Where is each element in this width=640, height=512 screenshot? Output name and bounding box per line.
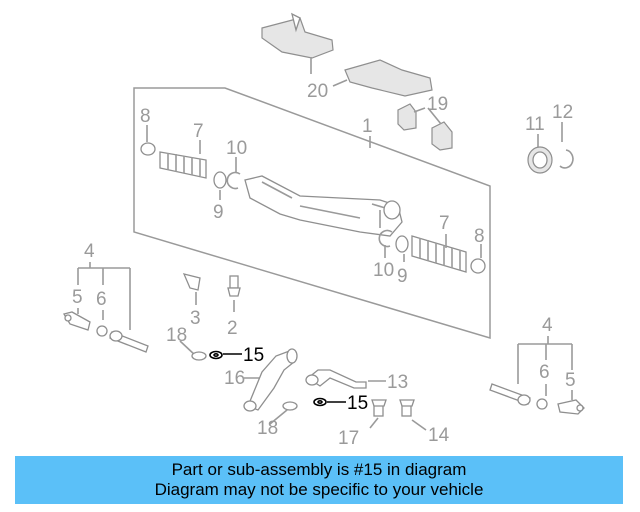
part-19-bushings [397, 103, 453, 151]
callout-15-upper: 15 [243, 345, 264, 366]
part-4-inner-tie-rod-right [489, 383, 531, 406]
callout-6-right: 6 [539, 362, 550, 383]
part-9-ring-left [213, 171, 227, 189]
callout-18-lower: 18 [257, 418, 278, 439]
part-4-inner-tie-rod-left [109, 330, 149, 353]
part-17-fitting [371, 399, 387, 417]
part-8-right [470, 258, 486, 274]
part-6-nut-left [96, 325, 108, 337]
part-9-ring-right [395, 235, 409, 253]
callout-2: 2 [227, 318, 238, 339]
part-20-brackets [261, 12, 433, 97]
part-10-clip-right [378, 229, 393, 248]
callout-10-right: 10 [373, 260, 394, 281]
assembly-panel [133, 87, 491, 340]
callout-7-right: 7 [439, 213, 450, 234]
callout-4-right: 4 [542, 315, 553, 336]
part-12-ring [559, 149, 574, 169]
part-18-washer-lower [282, 401, 298, 411]
callout-1: 1 [362, 116, 373, 137]
part-8-left [140, 142, 156, 156]
callout-5-left: 5 [72, 287, 83, 308]
banner-line-1: Part or sub-assembly is #15 in diagram [171, 460, 467, 479]
banner-line-2: Diagram may not be specific to your vehi… [154, 480, 484, 499]
callout-4-left: 4 [84, 241, 95, 262]
callout-8-right: 8 [474, 226, 485, 247]
info-banner: Part or sub-assembly is #15 in diagram D… [15, 456, 623, 504]
part-13-pipe [306, 369, 367, 389]
part-14-fitting [399, 399, 415, 417]
part-15-oring-upper [209, 350, 242, 360]
callout-10-left: 10 [226, 138, 247, 159]
callout-13: 13 [387, 372, 408, 393]
callout-8-left: 8 [140, 106, 151, 127]
part-6-nut-right [536, 398, 548, 410]
rack-housing [244, 175, 403, 237]
callout-17: 17 [338, 428, 359, 449]
part-15-oring-lower [313, 397, 346, 407]
callout-9-right: 9 [397, 266, 408, 287]
callout-15-lower: 15 [347, 393, 368, 414]
callout-18-upper: 18 [166, 325, 187, 346]
part-5-tie-rod-end-left [62, 311, 91, 331]
part-10-clip-left [226, 171, 241, 190]
callout-12: 12 [552, 102, 573, 123]
callout-6-left: 6 [96, 289, 107, 310]
callout-3: 3 [190, 308, 201, 329]
part-2-bolt [227, 275, 241, 297]
part-3-clip [182, 273, 201, 291]
part-18-washer-upper [191, 351, 207, 361]
callout-16: 16 [224, 368, 245, 389]
part-7-boot-right [411, 235, 467, 273]
callout-5-right: 5 [565, 370, 576, 391]
callout-7-left: 7 [193, 121, 204, 142]
callout-20: 20 [307, 81, 328, 102]
part-5-tie-rod-end-right [557, 399, 585, 415]
callout-11: 11 [525, 114, 545, 135]
callout-9-left: 9 [213, 202, 224, 223]
callout-14: 14 [428, 425, 450, 446]
part-7-boot-left [159, 151, 207, 179]
callout-19: 19 [427, 94, 448, 115]
